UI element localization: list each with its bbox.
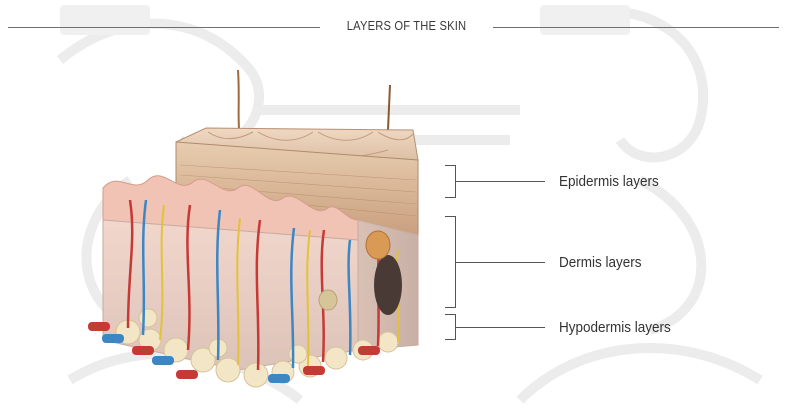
dermis-leader — [455, 262, 545, 263]
sebaceous-gland — [366, 231, 390, 259]
hypodermis-leader — [455, 327, 545, 328]
epidermis-leader — [455, 181, 545, 182]
label-dermis: Dermis layers — [559, 254, 642, 271]
label-hypodermis: Hypodermis layers — [559, 319, 671, 336]
diagram-title: LAYERS OF THE SKIN — [332, 18, 481, 33]
title-rule-right — [493, 27, 779, 28]
sweat-gland — [319, 290, 337, 310]
skin-cross-section-illustration — [88, 70, 428, 400]
label-epidermis: Epidermis layers — [559, 173, 659, 190]
hair-follicle — [374, 255, 402, 315]
title-rule-left — [8, 27, 320, 28]
